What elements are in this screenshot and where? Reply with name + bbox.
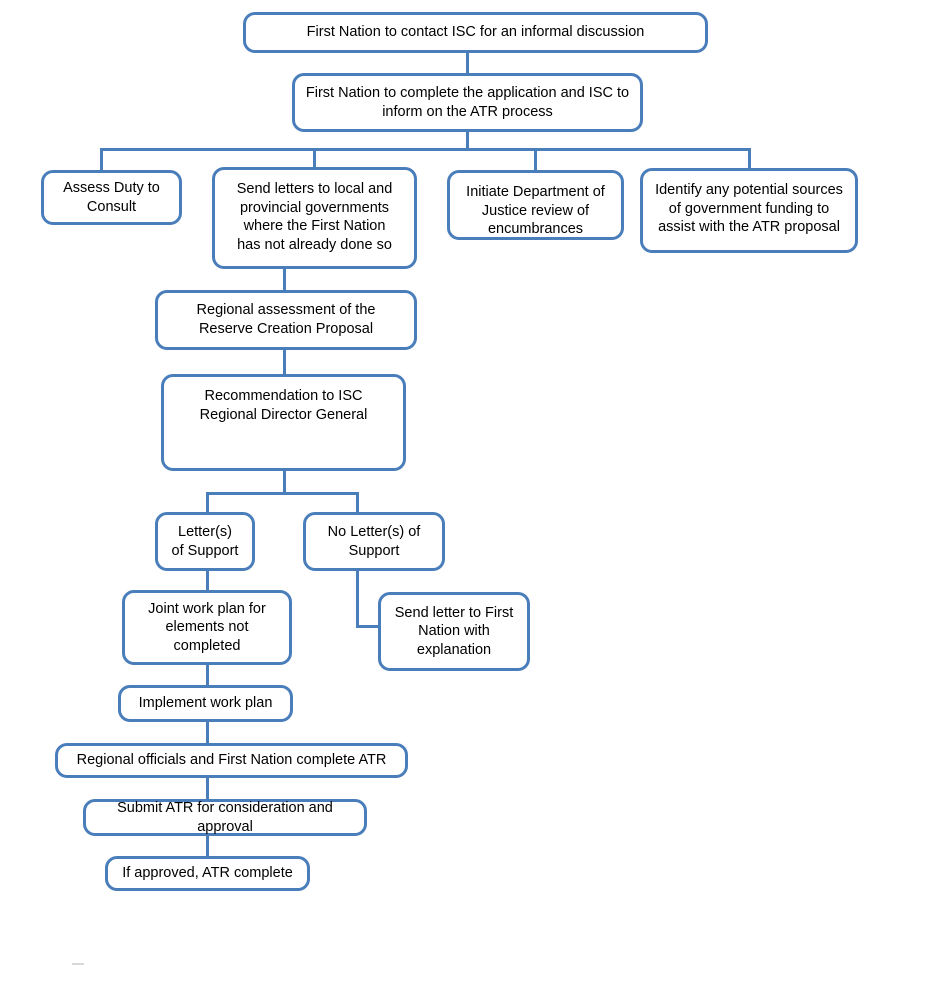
node-label: Send letters to local and provincial gov… xyxy=(236,181,393,253)
connector-bus-to-n9 xyxy=(206,492,209,512)
node-label: If approved, ATR complete xyxy=(122,865,293,882)
node-send-letter-explanation[interactable]: Send letter to First Nation with explana… xyxy=(378,592,530,671)
node-label: First Nation to contact ISC for an infor… xyxy=(306,24,645,41)
node-joint-work-plan[interactable]: Joint work plan for elements not complet… xyxy=(122,590,292,665)
node-regional-assessment[interactable]: Regional assessment of the Reserve Creat… xyxy=(155,290,417,350)
connector-n1-to-n2 xyxy=(466,52,469,74)
node-complete-application[interactable]: First Nation to complete the application… xyxy=(292,73,643,132)
node-label: Joint work plan for elements not complet… xyxy=(148,600,266,654)
node-regional-officials-complete-atr[interactable]: Regional officials and First Nation comp… xyxy=(55,743,408,778)
node-identify-funding-sources[interactable]: Identify any potential sources of govern… xyxy=(640,168,858,253)
node-label: Letter(s) of Support xyxy=(171,523,239,559)
connector-n9-to-n11 xyxy=(206,570,209,591)
connector-n10-to-n12 xyxy=(356,625,386,628)
node-label: Implement work plan xyxy=(138,695,273,712)
connector-support-branch-bus xyxy=(206,492,359,495)
connector-fanout-bus xyxy=(100,148,751,151)
node-if-approved-atr-complete[interactable]: If approved, ATR complete xyxy=(105,856,310,891)
node-label: Initiate Department of Justice review of… xyxy=(466,184,605,238)
node-letters-of-support[interactable]: Letter(s) of Support xyxy=(155,512,255,571)
connector-n15-to-n16 xyxy=(206,835,209,857)
connector-bus-to-n3 xyxy=(100,148,103,172)
node-assess-duty-to-consult[interactable]: Assess Duty to Consult xyxy=(41,170,182,225)
node-label: Regional officials and First Nation comp… xyxy=(76,752,387,769)
node-label: No Letter(s) of Support xyxy=(327,523,421,559)
connector-n13-to-n14 xyxy=(206,721,209,744)
node-label: Recommendation to ISC Regional Director … xyxy=(199,388,368,423)
node-first-nation-contact-isc[interactable]: First Nation to contact ISC for an infor… xyxy=(243,12,708,53)
connector-n8-stem xyxy=(283,470,286,494)
page-artifact-mark xyxy=(72,963,84,965)
node-send-letters-governments[interactable]: Send letters to local and provincial gov… xyxy=(212,167,417,269)
connector-n2-stem xyxy=(466,131,469,150)
node-recommendation-rdg[interactable]: Recommendation to ISC Regional Director … xyxy=(161,374,406,471)
node-label: Send letter to First Nation with explana… xyxy=(394,604,514,658)
node-justice-review-encumbrances[interactable]: Initiate Department of Justice review of… xyxy=(447,170,624,240)
connector-bus-to-n5 xyxy=(534,148,537,171)
connector-n7-to-n8 xyxy=(283,350,286,374)
node-submit-atr[interactable]: Submit ATR for consideration and approva… xyxy=(83,799,367,836)
connector-n4-to-n7 xyxy=(283,268,286,290)
node-label: Submit ATR for consideration and approva… xyxy=(117,799,333,835)
connector-bus-to-n10 xyxy=(356,492,359,512)
connector-n14-to-n15 xyxy=(206,777,209,799)
node-label: Regional assessment of the Reserve Creat… xyxy=(196,302,376,337)
node-label: Identify any potential sources of govern… xyxy=(655,182,843,236)
connector-n11-to-n13 xyxy=(206,664,209,686)
connector-bus-to-n4 xyxy=(313,148,316,169)
connector-n10-drop xyxy=(356,570,359,628)
connector-bus-to-n6 xyxy=(748,148,751,169)
node-no-letters-of-support[interactable]: No Letter(s) of Support xyxy=(303,512,445,571)
node-label: First Nation to complete the application… xyxy=(305,84,630,120)
node-implement-work-plan[interactable]: Implement work plan xyxy=(118,685,293,722)
node-label: Assess Duty to Consult xyxy=(63,179,160,215)
